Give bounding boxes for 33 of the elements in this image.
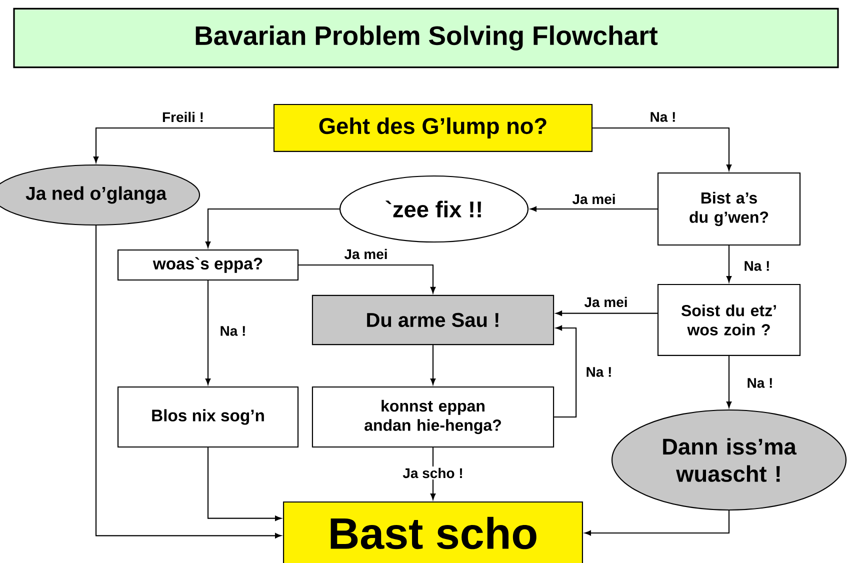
arrow (584, 510, 730, 536)
question-box: woas`s eppa? (117, 249, 299, 281)
arrow (205, 280, 211, 385)
edge-label: Freili ! (160, 110, 206, 124)
outcome-box: Du arme Sau ! (312, 294, 554, 346)
action-box: Blos nix sog’n (117, 386, 299, 448)
edge-label: Ja mei (570, 192, 618, 206)
edge-label: Na ! (742, 260, 772, 272)
arrow (93, 127, 274, 163)
question-box: konnst eppan andan hie-henga? (312, 386, 554, 448)
edge-label: Ja mei (582, 296, 630, 308)
arrow (556, 310, 658, 316)
end-box: Bast scho (283, 501, 583, 563)
arrow (95, 226, 282, 538)
arrow (430, 345, 436, 385)
question-box: Geht des G’lump no? (273, 104, 593, 152)
arrow (207, 448, 282, 521)
edge-label: Na ! (745, 376, 775, 390)
edge-label: Ja scho ! (401, 466, 465, 480)
edge-label: Na ! (218, 324, 248, 338)
arrow (592, 127, 732, 171)
arrow (726, 356, 732, 408)
edge-label: Na ! (584, 366, 614, 378)
question-box: Soist du etz’ wos zoin ? (657, 284, 801, 356)
arrow (530, 206, 658, 212)
arrow (554, 325, 577, 418)
title-banner: Bavarian Problem Solving Flowchart (13, 8, 839, 68)
arrow (205, 208, 340, 248)
edge-label: Na ! (648, 110, 678, 124)
arrow (298, 264, 436, 294)
question-box: Bist a’s du g’wen? (657, 172, 801, 246)
edge-label: Ja mei (342, 248, 390, 260)
arrow (726, 246, 732, 282)
